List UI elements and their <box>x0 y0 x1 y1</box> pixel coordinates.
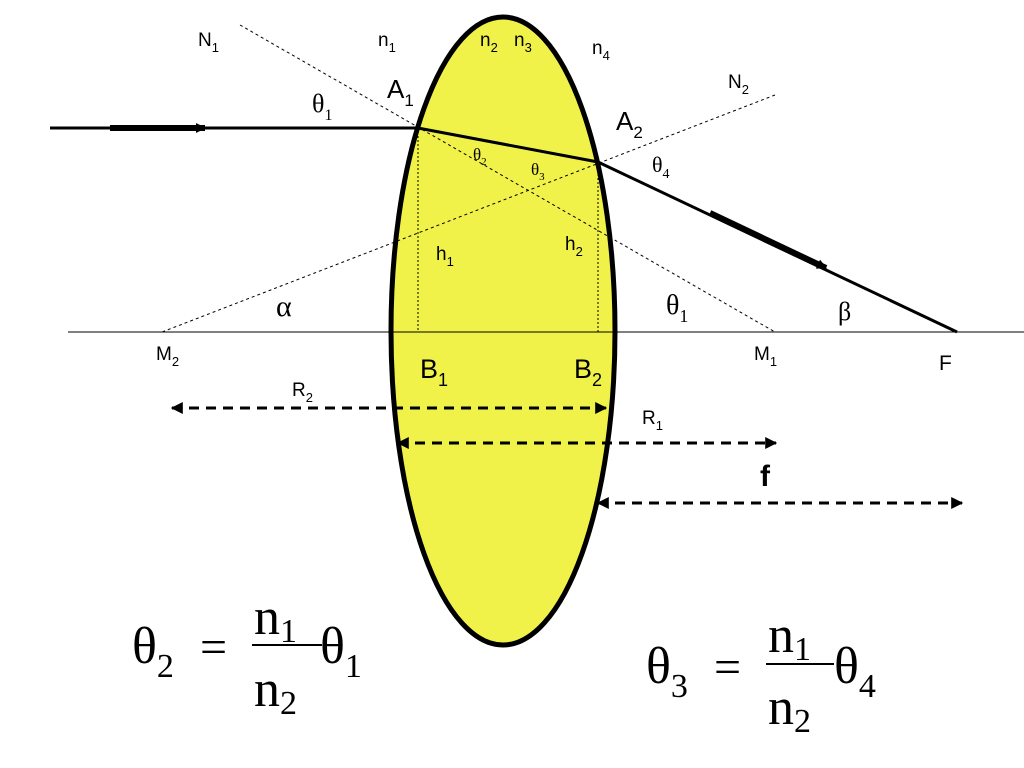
eq-right-denominator: n2 <box>768 679 811 740</box>
label-radius-r1: R1 <box>642 408 663 433</box>
label-theta4: θ4 <box>652 152 670 182</box>
label-theta1-axis: θ1 <box>666 290 688 326</box>
label-n2-normal: N2 <box>728 72 749 97</box>
normal-n2-line <box>161 94 776 333</box>
label-height-h1: h1 <box>436 244 454 269</box>
label-index-n3: n3 <box>514 30 532 55</box>
equation-left: θ2 = n1 n2 θ1 <box>132 589 362 722</box>
label-index-n2: n2 <box>480 30 498 55</box>
label-height-h2: h2 <box>565 234 583 259</box>
label-alpha: α <box>276 290 292 323</box>
normal-n1-line <box>239 24 776 333</box>
eq-left-numerator: n1 <box>254 589 297 650</box>
eq-right-rhs: θ4 <box>834 638 876 705</box>
label-radius-r2: R2 <box>292 380 313 405</box>
equation-right: θ3 = n1 n2 θ4 <box>646 607 876 740</box>
refracted-ray-inside <box>417 126 599 164</box>
label-point-b2: B2 <box>574 354 602 390</box>
label-point-m2: M2 <box>156 344 179 369</box>
eq-left-denominator: n2 <box>254 661 297 722</box>
label-index-n4: n4 <box>592 38 610 63</box>
label-point-a1: A1 <box>387 74 414 110</box>
label-theta1-incident: θ1 <box>312 89 332 124</box>
label-point-f: F <box>939 352 952 375</box>
label-beta: β <box>838 297 851 326</box>
label-theta3: θ3 <box>531 160 545 183</box>
label-focal-length-f: f <box>760 460 771 493</box>
label-n1-normal: N1 <box>198 30 219 55</box>
label-point-m1: M1 <box>754 344 777 369</box>
emergent-ray-arrow <box>708 210 828 271</box>
eq-right-lhs: θ3 <box>646 638 688 705</box>
eq-left-equals: = <box>200 621 227 674</box>
eq-left-rhs: θ1 <box>320 618 362 685</box>
label-theta2: θ2 <box>473 145 487 168</box>
label-index-n1: n1 <box>378 30 396 55</box>
label-point-b1: B1 <box>420 354 448 390</box>
lens <box>388 14 618 648</box>
eq-right-equals: = <box>714 641 741 694</box>
label-point-a2: A2 <box>616 106 643 142</box>
eq-left-lhs: θ2 <box>132 618 174 685</box>
eq-right-numerator: n1 <box>768 607 811 668</box>
